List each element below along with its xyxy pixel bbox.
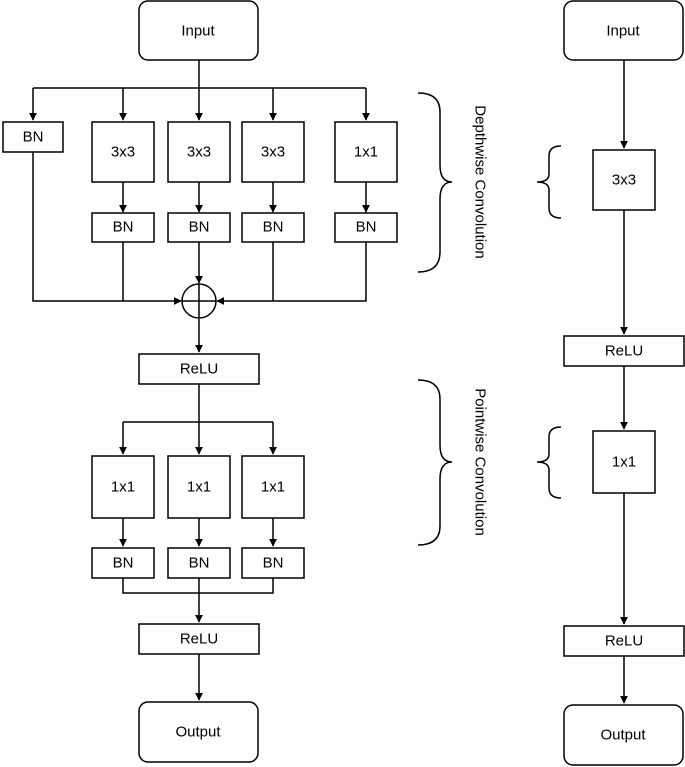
pointwise-bn-node: BN [167, 547, 231, 579]
svg-text:BN: BN [113, 219, 134, 236]
right-relu-2-node: ReLU [563, 625, 685, 657]
svg-text:ReLU: ReLU [605, 633, 643, 650]
pointwise-label: Pointwise Convolution [472, 388, 489, 536]
svg-text:1x1: 1x1 [187, 479, 211, 496]
depthwise-bn-node: BN [167, 212, 231, 243]
right-conv1-brace [536, 145, 562, 219]
svg-text:1x1: 1x1 [111, 479, 135, 496]
svg-text:Input: Input [181, 23, 215, 40]
svg-text:BN: BN [263, 219, 284, 236]
pointwise-bn-node: BN [91, 547, 155, 579]
right-conv-2-node: 1x1 [592, 430, 656, 494]
svg-text:BN: BN [113, 555, 134, 572]
svg-text:Input: Input [606, 23, 640, 40]
pointwise-bn-node: BN [241, 547, 305, 579]
svg-text:Output: Output [600, 727, 646, 744]
svg-text:1x1: 1x1 [612, 454, 636, 471]
svg-text:ReLU: ReLU [605, 343, 643, 360]
svg-text:Output: Output [175, 724, 221, 741]
left-connectors [29, 60, 370, 701]
right-output-node: Output [563, 704, 684, 766]
right-input-node: Input [563, 0, 684, 61]
svg-text:BN: BN [189, 219, 210, 236]
svg-text:BN: BN [189, 555, 210, 572]
pointwise-conv-node: 1x1 [91, 455, 155, 519]
svg-text:ReLU: ReLU [180, 361, 218, 378]
left-relu-1-node: ReLU [138, 353, 260, 385]
svg-text:BN: BN [23, 129, 44, 146]
left-input-node: Input [138, 0, 259, 61]
bn-direct-node: BN [2, 121, 64, 153]
depthwise-bn-node: BN [91, 212, 155, 243]
depthwise-bn-node: BN [334, 212, 398, 243]
pointwise-conv-node: 1x1 [167, 455, 231, 519]
svg-text:3x3: 3x3 [187, 144, 211, 161]
svg-text:3x3: 3x3 [612, 172, 636, 189]
right-conv-1-node: 3x3 [592, 149, 656, 211]
svg-text:BN: BN [263, 555, 284, 572]
svg-text:1x1: 1x1 [261, 479, 285, 496]
right-relu-1-node: ReLU [563, 335, 685, 367]
depthwise-brace [417, 92, 453, 273]
pointwise-brace [417, 379, 453, 546]
right-conv2-brace [536, 426, 562, 499]
svg-text:1x1: 1x1 [354, 144, 378, 161]
svg-text:3x3: 3x3 [111, 144, 135, 161]
svg-text:BN: BN [356, 219, 377, 236]
depthwise-label: Depthwise Convolution [472, 105, 489, 258]
left-relu-2-node: ReLU [138, 623, 260, 655]
svg-text:3x3: 3x3 [261, 144, 285, 161]
depthwise-conv-node: 3x3 [91, 121, 155, 183]
svg-text:ReLU: ReLU [180, 631, 218, 648]
depthwise-conv-node: 3x3 [241, 121, 305, 183]
depthwise-conv-node: 1x1 [334, 121, 398, 183]
add-operator-icon [181, 283, 217, 319]
depthwise-bn-node: BN [241, 212, 305, 243]
depthwise-conv-node: 3x3 [167, 121, 231, 183]
left-output-node: Output [138, 701, 259, 763]
pointwise-conv-node: 1x1 [241, 455, 305, 519]
